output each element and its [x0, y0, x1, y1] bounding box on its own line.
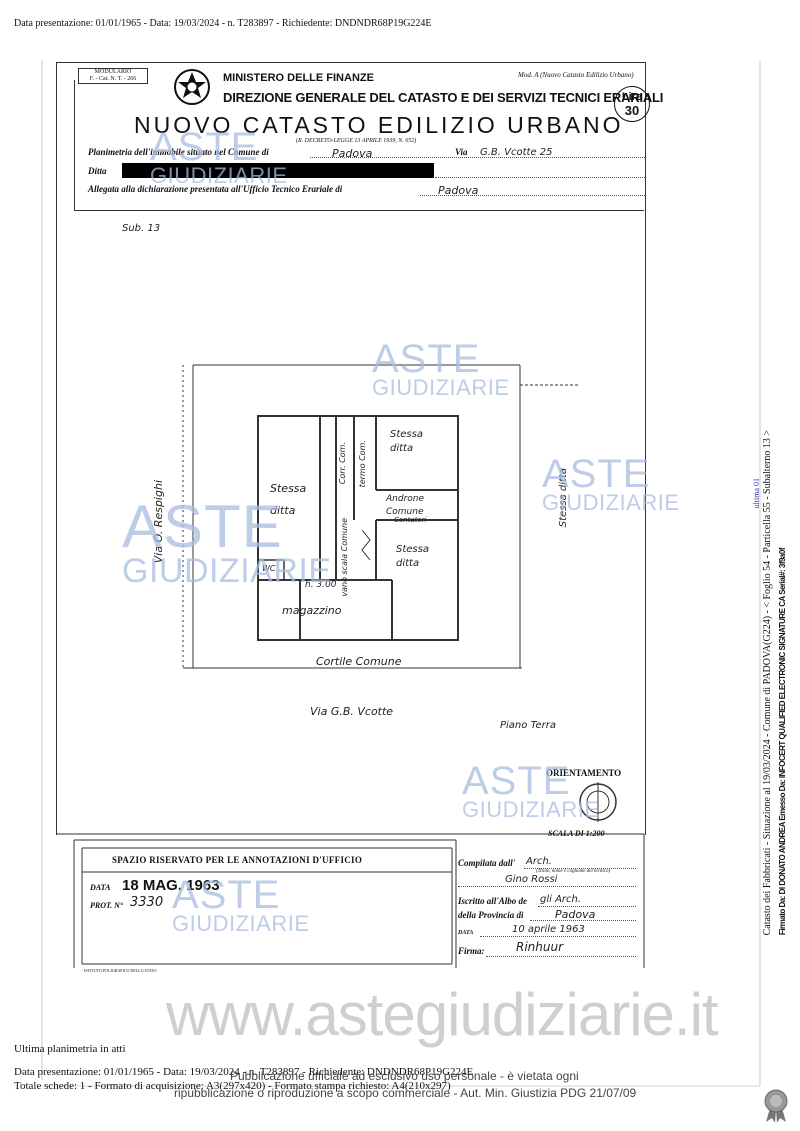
ministry-name: MINISTERO DELLE FINANZE [223, 72, 374, 84]
room-wc: WC [262, 564, 276, 573]
cortile-comune: Cortile Comune [316, 655, 402, 668]
footer-notice1: Pubblicazione ufficiale ad esclusivo uso… [230, 1069, 579, 1083]
stairs [361, 529, 371, 561]
firma-label: Firma: [458, 946, 485, 956]
piano-terra: Piano Terra [500, 720, 556, 731]
watermark-giudiziarie-text: GIUDIZIARIE [462, 797, 600, 822]
modulario-box: MODULARIO F. - Cat. N. T. - 266 [78, 68, 148, 84]
lire-label: Lire [621, 91, 643, 103]
direction-name: DIREZIONE GENERALE DEL CATASTO E DEI SER… [223, 90, 664, 105]
office-prot-value: 3330 [130, 895, 164, 910]
watermark-site: www.astegiudiziarie.it [166, 981, 719, 1048]
republic-emblem-icon [172, 66, 212, 113]
modulario-label: MODULARIO [94, 69, 132, 75]
room-stessa-ditta-mid-right: Stessa ditta [396, 544, 429, 569]
modulario-code: F. - Cat. N. T. - 266 [89, 76, 137, 82]
office-data-label: DATA [90, 883, 111, 892]
via-label: Via [455, 147, 468, 157]
watermark-aste-text: ASTE [122, 493, 283, 560]
lire-value: 30 [624, 103, 640, 118]
watermark-aste: ASTE GIUDIZIARIE [372, 337, 510, 400]
allegata-line [420, 195, 645, 196]
allegata-value: Padova [438, 184, 479, 197]
form-frame-header-bottom [74, 210, 644, 211]
ditta-line [435, 177, 645, 178]
sub-label: Sub. 13 [122, 223, 161, 234]
tecnico-name: Gino Rossi [505, 874, 558, 885]
footer-line1: Data presentazione: 01/01/1965 - Data: 1… [14, 1066, 474, 1078]
watermark-aste-text: ASTE [150, 125, 259, 169]
comune-value: Padova [332, 147, 373, 160]
mod-a-label: Mod. A (Nuovo Catasto Edilizio Urbano) [518, 71, 634, 79]
watermark-giudiziarie-text: GIUDIZIARIE [150, 163, 288, 188]
compilata-value: Arch. [526, 856, 552, 867]
compilata-data-line [480, 936, 636, 937]
watermark-aste-text: ASTE [542, 452, 651, 496]
watermark-aste: ASTE GIUDIZIARIE [542, 452, 680, 515]
side-catasto-text: Catasto dei Fabbricati - Situazione al 1… [762, 430, 773, 936]
provincia-line [530, 920, 636, 921]
compilata-label: Compilata dall' [458, 858, 516, 868]
watermark-aste: ASTE GIUDIZIARIE [122, 493, 332, 590]
office-istituto: ISTITUTO POLIGRAFICO DELLO STATO [84, 968, 157, 973]
room-corr-com: Corr. Com. [338, 442, 347, 485]
iscritto-line [538, 906, 636, 907]
footer-notice2: ripubblicazione o riproduzione a scopo c… [174, 1086, 637, 1100]
via-value: G.B. Vcotte 25 [480, 147, 553, 158]
room-vano-scala: vano scala Comune [340, 518, 349, 597]
allegata-label: Allegata alla dichiarazione presentata a… [88, 184, 343, 194]
office-data-value: 18 MAG. 1963 [122, 877, 220, 894]
office-title: SPAZIO RISERVATO PER LE ANNOTAZIONI D'UF… [112, 855, 363, 865]
watermark-giudiziarie-text: GIUDIZIARIE [542, 490, 680, 515]
room-height: h. 3.00 [305, 580, 337, 590]
tecnico-line [458, 886, 636, 887]
ditta-redacted [122, 163, 434, 178]
planimetria-line [310, 157, 645, 158]
provincia-label: della Provincia di [458, 910, 524, 920]
street-bottom: Via G.B. Vcotte [310, 705, 394, 718]
lire-stamp: Lire 30 [614, 86, 650, 122]
watermark-giudiziarie-text: GIUDIZIARIE [172, 911, 310, 936]
side-ultima-stamp: ultima 01 [752, 478, 761, 509]
office-prot-label: PROT. N° [90, 901, 124, 910]
scala-label: SCALA DI 1:200 [548, 829, 605, 838]
ditta-label: Ditta [88, 166, 107, 176]
form-title: NUOVO CATASTO EDILIZIO URBANO [134, 112, 624, 138]
watermark-aste-text: ASTE [172, 873, 281, 917]
watermark-aste-text: ASTE [462, 759, 571, 803]
orientamento-label: ORIENTAMENTO [546, 768, 622, 778]
room-stessa-ditta-top-right: Stessa ditta [390, 429, 423, 454]
award-ribbon-icon [762, 1088, 790, 1129]
form-frame-inner-left [74, 80, 75, 210]
compilata-line [524, 868, 636, 869]
watermark-aste: ASTE GIUDIZIARIE [172, 873, 310, 936]
room-termo-com: termo Com. [358, 440, 367, 488]
room-magazzino: magazzino [282, 604, 342, 617]
footer-ultima: Ultima planimetria in atti [14, 1043, 126, 1055]
footer-line2: Totale schede: 1 - Formato di acquisizio… [14, 1080, 451, 1092]
iscritto-label: Iscritto all'Albo de [458, 896, 528, 906]
form-frame [56, 62, 646, 835]
room-androne-comune: Androne Comune [386, 494, 425, 517]
watermark-aste-text: ASTE [372, 337, 481, 381]
room-stessa-ditta-left: Stessa ditta [270, 482, 307, 517]
compilata-data-value: 10 aprile 1963 [512, 924, 585, 935]
iscritto-value: gli Arch. [540, 894, 582, 905]
titolo-hint: (Titolo, nome e cognome del tecnico) [536, 869, 611, 874]
room-contatori: Contatori [394, 516, 427, 524]
firma-line [486, 956, 636, 957]
header-line: Data presentazione: 01/01/1965 - Data: 1… [14, 18, 432, 29]
side-signature-text: Firmato Da: DI DONATO ANDREA Emesso Da: … [778, 548, 787, 936]
provincia-value: Padova [555, 908, 596, 921]
watermark-aste: ASTE GIUDIZIARIE [462, 759, 600, 822]
compilata-data-label: DATA [458, 930, 474, 936]
watermark-aste: ASTE GIUDIZIARIE [150, 125, 288, 188]
firma-value: Rinhuur [516, 940, 564, 954]
watermark-giudiziarie-text: GIUDIZIARIE [372, 375, 510, 400]
planimetria-label: Planimetria dell'immobile situato nel Co… [88, 147, 269, 157]
decree-label: (R. DECRETO-LEGGE 13 APRILE 1939, N. 652… [296, 138, 417, 144]
watermark-giudiziarie-text: GIUDIZIARIE [122, 552, 332, 590]
